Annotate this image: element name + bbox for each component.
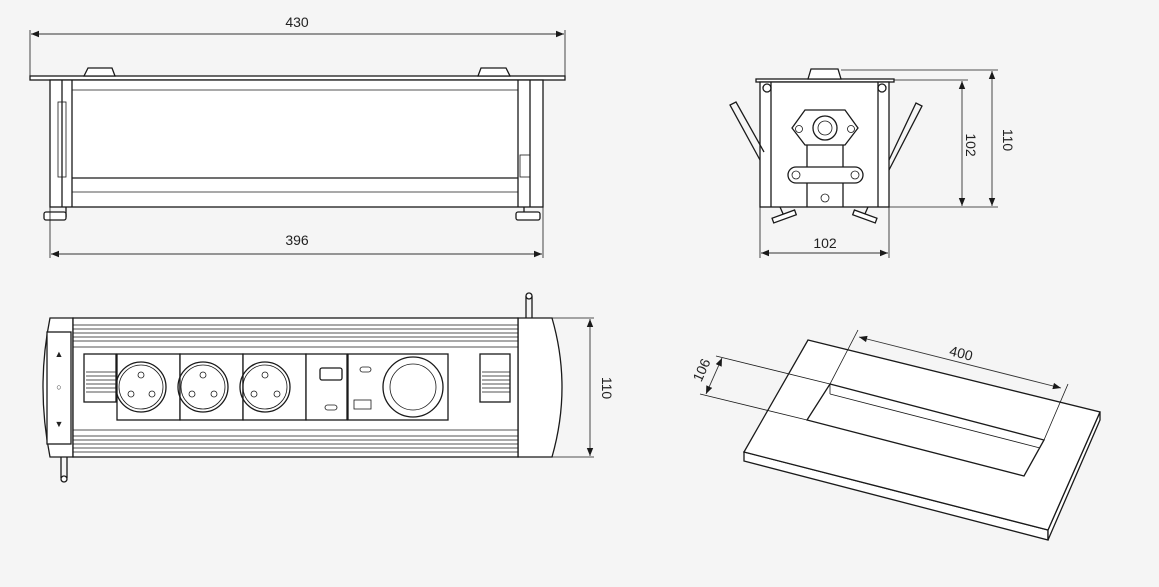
up-button[interactable]: ▲ [55, 349, 64, 359]
socket-3 [239, 353, 307, 421]
socket-2 [177, 353, 244, 421]
stop-button[interactable]: ○ [56, 382, 61, 392]
socket-1 [115, 353, 181, 421]
front-view: 430 396 [29, 14, 566, 258]
cutout-opening [805, 383, 1045, 477]
dimension-label-396: 396 [285, 232, 309, 248]
dimension-400 [858, 335, 1062, 390]
side-view: 102 102 110 [729, 68, 1016, 258]
body [49, 79, 544, 208]
dimension-label-side-width: 102 [813, 235, 837, 251]
control-panel [46, 331, 72, 445]
down-button[interactable]: ▼ [55, 419, 64, 429]
dimension-106 [705, 357, 723, 395]
foot-right [515, 211, 541, 221]
dimension-label-total-height: 110 [1000, 129, 1016, 152]
foot-left [43, 211, 67, 221]
usb-wireless-module [347, 353, 449, 421]
top-view: ▲ ○ ▼ 110 [42, 292, 615, 483]
dimension-label-400: 400 [948, 343, 975, 364]
dimension-label-inner-height: 102 [963, 133, 979, 157]
dimension-label-430: 430 [285, 14, 309, 30]
dimension-label-top-height: 110 [599, 377, 615, 400]
dimension-label-106: 106 [689, 356, 713, 384]
cutout-view: 400 106 [689, 329, 1101, 541]
mount-bracket [791, 109, 859, 146]
hdmi-module [305, 353, 348, 421]
